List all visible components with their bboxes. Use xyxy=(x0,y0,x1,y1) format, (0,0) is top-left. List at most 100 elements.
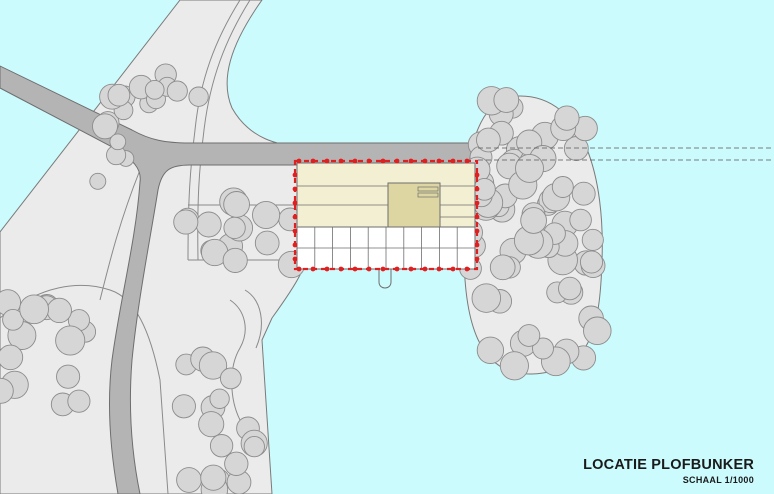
boundary-marker xyxy=(436,266,442,272)
tree xyxy=(554,105,580,131)
boundary-marker xyxy=(408,266,414,272)
tree xyxy=(144,79,165,100)
boundary-marker xyxy=(352,266,358,272)
boundary-marker xyxy=(464,266,470,272)
tree xyxy=(209,434,234,458)
boundary-marker xyxy=(464,158,470,164)
boundary-marker xyxy=(380,158,386,164)
map-title: LOCATIE PLOFBUNKER xyxy=(583,457,754,473)
tree xyxy=(579,250,604,274)
tree xyxy=(46,297,72,324)
boundary-marker xyxy=(474,186,480,192)
tree xyxy=(254,230,280,256)
tree xyxy=(222,247,248,273)
boundary-marker xyxy=(292,172,298,178)
drain-loop xyxy=(378,269,392,289)
tree xyxy=(499,351,529,381)
tree xyxy=(489,254,516,281)
boundary-marker xyxy=(474,256,480,262)
tree xyxy=(56,364,81,389)
boundary-marker xyxy=(338,266,344,272)
boundary-marker xyxy=(422,266,428,272)
boundary-marker xyxy=(324,158,330,164)
tree xyxy=(0,377,14,404)
boundary-marker xyxy=(450,266,456,272)
tree xyxy=(532,337,554,360)
bunker-building xyxy=(296,162,476,289)
tree xyxy=(198,411,225,438)
tree xyxy=(583,316,612,346)
boundary-marker xyxy=(436,158,442,164)
boundary-marker xyxy=(324,266,330,272)
tree xyxy=(166,80,188,102)
boundary-marker xyxy=(352,158,358,164)
boundary-marker xyxy=(408,158,414,164)
tree xyxy=(476,336,505,364)
terrace-grid-lines xyxy=(297,227,475,269)
boundary-marker xyxy=(380,266,386,272)
map-scale: SCHAAL 1/1000 xyxy=(682,475,754,485)
road-network xyxy=(0,65,479,494)
tree xyxy=(476,127,501,153)
boundary-marker xyxy=(366,266,372,272)
tree xyxy=(2,308,24,331)
tree xyxy=(551,176,574,198)
boundary-marker xyxy=(474,200,480,206)
boundary-marker xyxy=(310,266,316,272)
tree xyxy=(223,216,246,240)
tree xyxy=(0,344,24,371)
tree xyxy=(200,464,227,491)
tree xyxy=(219,367,242,390)
tree xyxy=(92,113,118,140)
tree xyxy=(517,324,541,347)
title-block: LOCATIE PLOFBUNKER SCHAAL 1/1000 xyxy=(583,457,754,486)
main-road xyxy=(0,65,479,494)
tree xyxy=(471,283,502,313)
boundary-marker xyxy=(450,158,456,164)
boundary-marker xyxy=(296,158,302,164)
tree xyxy=(223,191,250,218)
boundary-marker xyxy=(474,214,480,220)
boundary-marker xyxy=(422,158,428,164)
tree xyxy=(188,86,209,107)
building-base xyxy=(296,162,476,228)
boundary-marker xyxy=(474,172,480,178)
tree xyxy=(176,467,202,493)
tree xyxy=(224,451,249,476)
tree xyxy=(581,228,604,251)
boundary-marker xyxy=(296,266,302,272)
boundary-marker xyxy=(394,158,400,164)
tree xyxy=(107,83,131,107)
tree xyxy=(520,207,547,234)
boundary-marker xyxy=(292,200,298,206)
bunker-vent xyxy=(417,186,439,192)
boundary-marker xyxy=(474,228,480,234)
tree xyxy=(55,325,86,356)
boundary-marker xyxy=(292,242,298,248)
tree xyxy=(252,200,281,230)
boundary-marker xyxy=(292,214,298,220)
tree xyxy=(243,435,265,458)
boundary-markers xyxy=(292,158,480,272)
boundary-marker xyxy=(366,158,372,164)
boundary-marker xyxy=(394,266,400,272)
tree xyxy=(515,153,544,183)
tree xyxy=(67,389,91,413)
tree xyxy=(19,294,49,325)
boundary-marker xyxy=(292,186,298,192)
tree xyxy=(493,87,520,113)
boundary-marker xyxy=(292,228,298,234)
tree xyxy=(109,133,127,151)
tree xyxy=(173,209,199,235)
tree-cluster xyxy=(0,63,612,494)
boundary-marker xyxy=(310,158,316,164)
boundary-marker xyxy=(292,256,298,262)
tree xyxy=(195,211,222,238)
boundary-marker xyxy=(474,242,480,248)
bunker-core xyxy=(387,182,441,228)
tree xyxy=(198,351,228,380)
tree xyxy=(571,181,596,206)
tree xyxy=(171,394,196,419)
tree xyxy=(569,208,592,232)
